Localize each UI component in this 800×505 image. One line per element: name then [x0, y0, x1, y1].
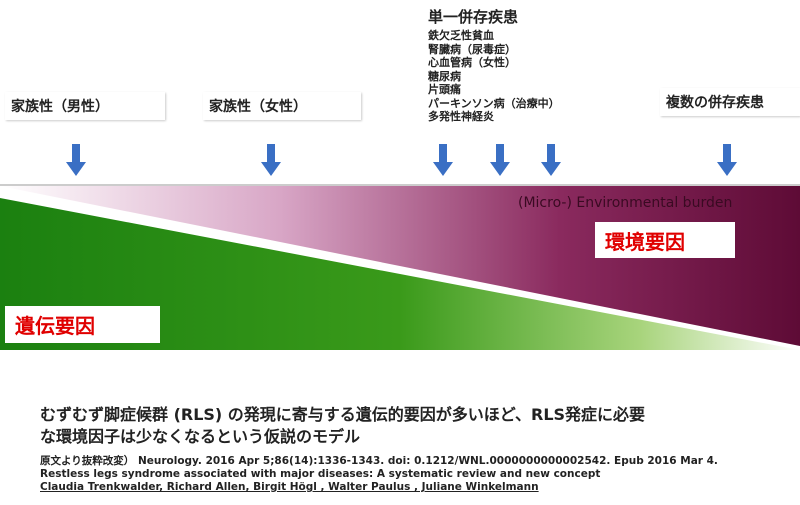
list-item: 鉄欠乏性貧血: [428, 29, 494, 42]
arrow-down-icon: [541, 144, 561, 176]
environmental-burden-label: (Micro-) Environmental burden: [518, 195, 733, 211]
label-familial-male: 家族性（男性）: [5, 92, 165, 120]
genetic-triangle: [0, 198, 800, 350]
arrow-down-icon: [433, 144, 453, 176]
single-comorbidity-title: 単一併存疾患: [428, 8, 519, 26]
reference: 原文より抜粋改変） Neurology. 2016 Apr 5;86(14):1…: [40, 455, 718, 494]
list-item: 腎臓病（尿毒症）: [428, 42, 516, 56]
arrow-down-icon: [717, 144, 737, 176]
label-familial-female: 家族性（女性）: [203, 92, 361, 120]
list-item: 片頭痛: [428, 83, 461, 96]
reference-citation: 原文より抜粋改変） Neurology. 2016 Apr 5;86(14):1…: [40, 455, 718, 467]
arrow-down-icon: [261, 144, 281, 176]
environmental-factor-label: 環境要因: [595, 222, 735, 258]
caption-line: むずむず脚症候群 (RLS) の発現に寄与する遺伝的要因が多いほど、RLS発症に…: [40, 405, 646, 424]
arrow-down-icon: [490, 144, 510, 176]
single-comorbidity-list: 単一併存疾患 鉄欠乏性貧血 腎臓病（尿毒症） 心血管病（女性） 糖尿病 片頭痛 …: [428, 6, 560, 124]
label-multiple-comorbidities: 複数の併存疾患: [660, 88, 800, 116]
genetic-factor-label: 遺伝要因: [5, 306, 160, 343]
arrow-down-icon: [66, 144, 86, 176]
list-item: 多発性神経炎: [428, 110, 494, 123]
caption: むずむず脚症候群 (RLS) の発現に寄与する遺伝的要因が多いほど、RLS発症に…: [40, 404, 645, 448]
list-item: 糖尿病: [428, 69, 461, 83]
reference-title: Restless legs syndrome associated with m…: [40, 468, 601, 480]
reference-authors[interactable]: Claudia Trenkwalder, Richard Allen, Birg…: [40, 481, 539, 493]
list-item: パーキンソン病（治療中）: [428, 96, 560, 110]
caption-line: な環境因子は少なくなるという仮説のモデル: [40, 427, 361, 446]
list-item: 心血管病（女性）: [428, 56, 516, 69]
